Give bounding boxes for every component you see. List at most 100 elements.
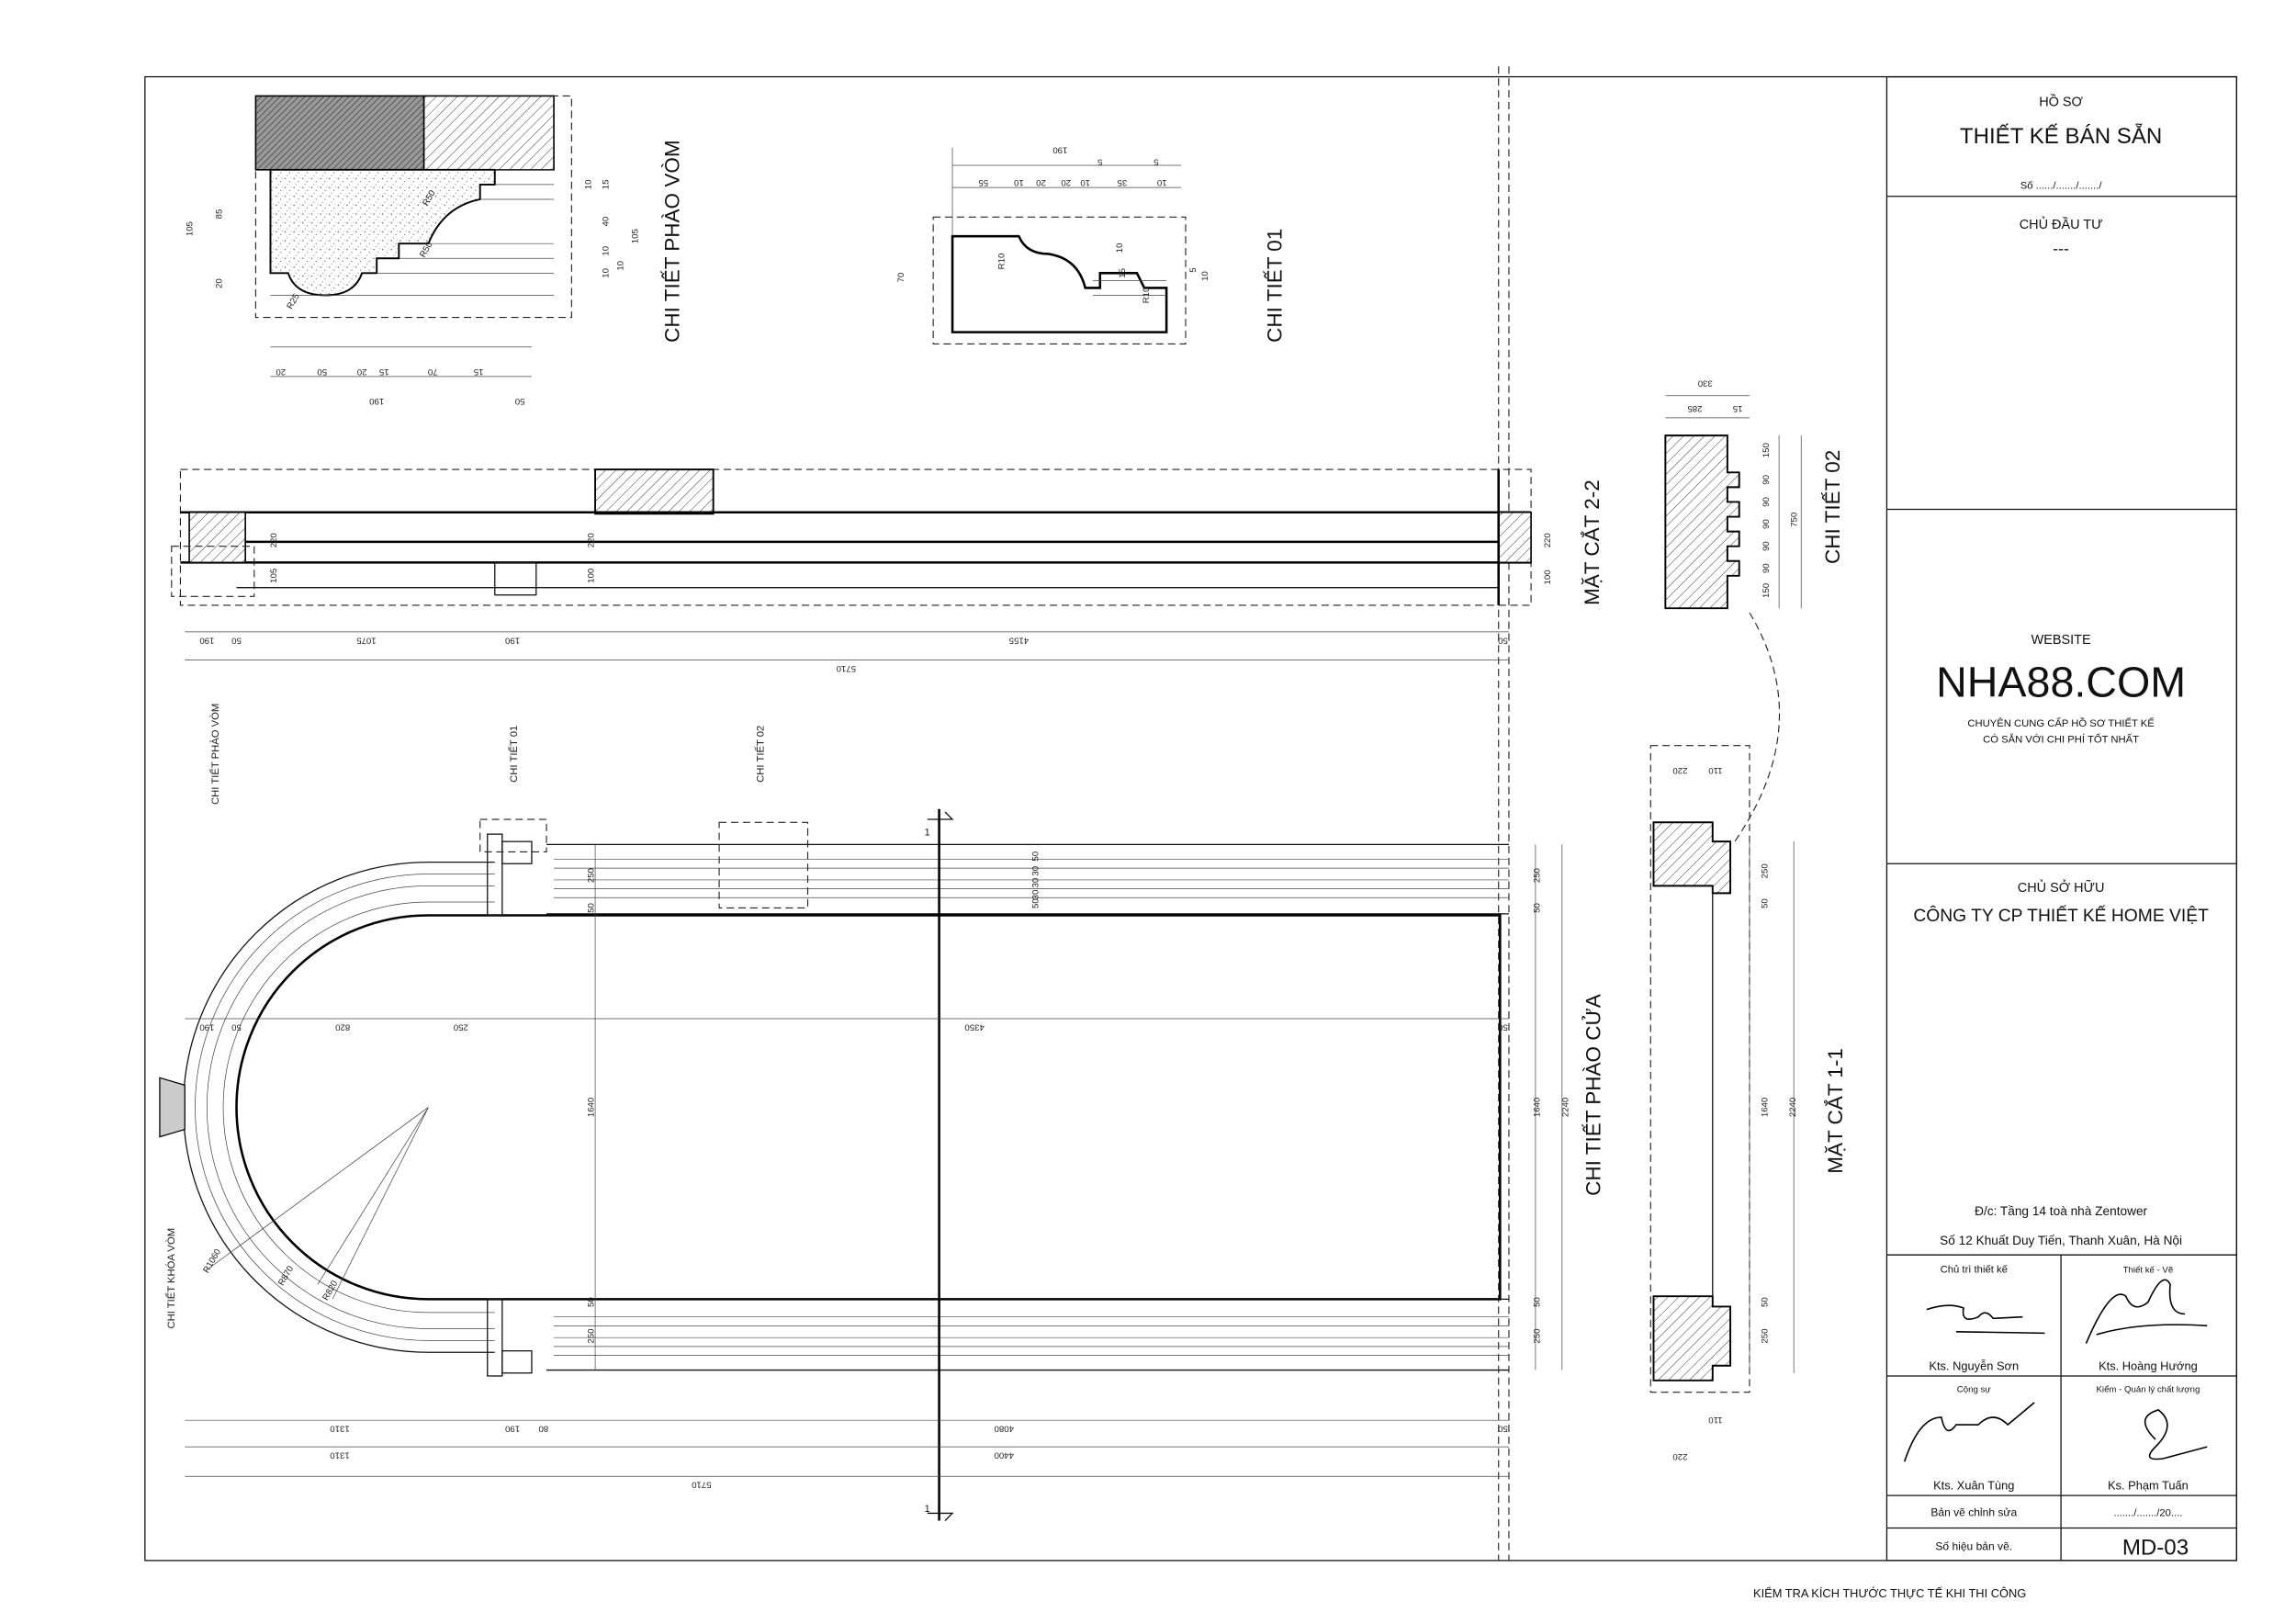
- dimension-label: 50: [1030, 851, 1041, 862]
- dimension-label: 40: [602, 217, 612, 227]
- dimension-label: 4080: [995, 1424, 1014, 1434]
- dimension-label: 2240: [1788, 1098, 1798, 1117]
- dimension-label: 1075: [356, 635, 376, 645]
- callout-phao-vom: CHI TIẾT PHÀO VÒM: [209, 704, 221, 805]
- label-chi-tiet-phao-cua: CHI TIẾT PHÀO CỬA: [1582, 994, 1605, 1196]
- role-thiet-ke: Thiết kế - Vẽ: [2123, 1265, 2174, 1275]
- dimension-label: 1310: [330, 1450, 349, 1460]
- dimension-label: 35: [1118, 177, 1128, 187]
- dimension-label: 105: [631, 229, 641, 243]
- dimension-label: 150: [1761, 583, 1772, 598]
- dimension-label: 50: [317, 367, 327, 377]
- dimension-label: 250: [1533, 868, 1543, 883]
- dimension-label: 100: [586, 569, 596, 583]
- dimension-label: 20: [214, 278, 224, 288]
- dimension-label: R870: [276, 1264, 296, 1287]
- tagline-1: CHUYÊN CUNG CẤP HỒ SƠ THIẾT KẾ: [1967, 717, 2155, 729]
- investor-label: CHỦ ĐẦU TƯ: [2020, 216, 2103, 232]
- dimension-label: 90: [1761, 497, 1772, 507]
- ho-so-label: HỒ SƠ: [2039, 94, 2083, 110]
- address-line-2: Số 12 Khuất Duy Tiến, Thanh Xuân, Hà Nội: [1940, 1234, 2182, 1247]
- name-kiem: Ks. Phạm Tuấn: [2108, 1479, 2189, 1493]
- dimension-label: 50: [231, 1021, 242, 1032]
- dimension-label: 90: [1761, 563, 1772, 573]
- dimension-label: 20: [357, 367, 367, 377]
- dimension-label: 250: [1533, 1329, 1543, 1344]
- dimension-label: 1310: [330, 1424, 349, 1434]
- detail-02: [1664, 395, 1802, 842]
- dimension-label: 90: [1761, 541, 1772, 551]
- dimension-label: 250: [586, 868, 596, 883]
- dimension-label: 50: [1533, 903, 1543, 913]
- dimension-label: 55: [978, 177, 988, 187]
- dimension-label: 50: [1030, 898, 1041, 908]
- label-chi-tiet-02: CHI TIẾT 02: [1821, 450, 1844, 564]
- dimension-label: 105: [269, 569, 279, 583]
- section-1-1: [1649, 745, 1795, 1393]
- dimension-label: 4155: [1009, 635, 1029, 645]
- role-cong-su: Cộng sự: [1957, 1385, 1991, 1395]
- dimension-label: 250: [454, 1021, 468, 1032]
- dimension-label: 220: [1672, 765, 1687, 775]
- investor-value: ---: [2053, 239, 2069, 257]
- dimension-label: 1640: [586, 1098, 596, 1117]
- dimension-label: 250: [1760, 1329, 1770, 1344]
- dimension-label: R10: [1142, 288, 1152, 304]
- dimension-label: 105: [185, 221, 195, 236]
- dimension-label: 50: [1498, 635, 1508, 645]
- dimension-label: 50: [1533, 1297, 1543, 1307]
- dimension-label: R25: [285, 292, 301, 311]
- dimension-label: 50: [586, 903, 596, 913]
- revision-date: ......./......./20....: [2113, 1508, 2182, 1519]
- address-line-1: Đ/c: Tầng 14 toà nhà Zentower: [1975, 1204, 2147, 1218]
- dimension-label: 4350: [964, 1021, 984, 1032]
- name-chu-tri: Kts. Nguyễn Sơn: [1929, 1359, 2019, 1373]
- callout-02: CHI TIẾT 02: [754, 726, 766, 783]
- detail-01: [932, 147, 1187, 345]
- dimension-label: 85: [214, 209, 224, 220]
- revision-label: Bản vẽ chỉnh sửa: [1930, 1506, 2017, 1519]
- dimension-label: 10: [616, 261, 626, 271]
- dimension-label: 80: [538, 1424, 548, 1434]
- dimension-label: 150: [1761, 443, 1772, 457]
- project-title: THIẾT KẾ BÁN SẴN: [1960, 123, 2162, 149]
- label-chi-tiet-01: CHI TIẾT 01: [1263, 229, 1286, 343]
- dimension-label: R10: [996, 254, 1007, 270]
- dimension-label: 190: [1052, 145, 1067, 155]
- dimension-label: 15: [379, 367, 389, 377]
- plan-phao-cua: [159, 808, 1563, 1521]
- website-label: WEBSITE: [2032, 633, 2091, 648]
- dimension-label: 10: [602, 268, 612, 278]
- dimension-label: 70: [428, 367, 438, 377]
- dimension-label: 5: [1097, 157, 1102, 167]
- dimension-label: 15: [474, 367, 484, 377]
- dimension-label: 10: [602, 246, 612, 256]
- dimension-label: 190: [199, 635, 214, 645]
- dimension-label: 250: [1760, 863, 1770, 878]
- dimension-label: 4400: [995, 1450, 1014, 1460]
- dimension-label: 10: [1080, 177, 1090, 187]
- title-block: [1885, 75, 2238, 1562]
- dimension-label: 15: [1118, 268, 1128, 278]
- dimension-label: 190: [369, 396, 384, 406]
- owner-label: CHỦ SỞ HỮU: [2018, 879, 2105, 896]
- dimension-label: 1640: [1760, 1098, 1770, 1117]
- tagline-2: CÓ SẴN VỚI CHI PHÍ TỐT NHẤT: [1983, 732, 2139, 745]
- dimension-label: 110: [1708, 1415, 1722, 1425]
- dimension-label: 190: [199, 1021, 214, 1032]
- dimension-label: 70: [896, 273, 906, 283]
- label-chi-tiet-phao-vom: CHI TIẾT PHÀO VÒM: [661, 140, 684, 342]
- dimension-label: 50: [1760, 1297, 1770, 1307]
- role-kiem: Kiểm - Quản lý chất lượng: [2097, 1385, 2200, 1395]
- dimension-label: 50: [515, 396, 525, 406]
- callout-01: CHI TIẾT 01: [508, 726, 520, 783]
- drawing-number-label: Số hiệu bản vẽ.: [1935, 1540, 2012, 1553]
- dimension-label: 10: [1014, 177, 1024, 187]
- dimension-label: 820: [335, 1021, 350, 1032]
- name-thiet-ke: Kts. Hoàng Hướng: [2099, 1359, 2198, 1373]
- dimension-label: 90: [1761, 519, 1772, 529]
- dimension-label: 10: [583, 180, 593, 190]
- dimension-label: 110: [1708, 765, 1722, 775]
- signature: [1903, 1279, 2208, 1462]
